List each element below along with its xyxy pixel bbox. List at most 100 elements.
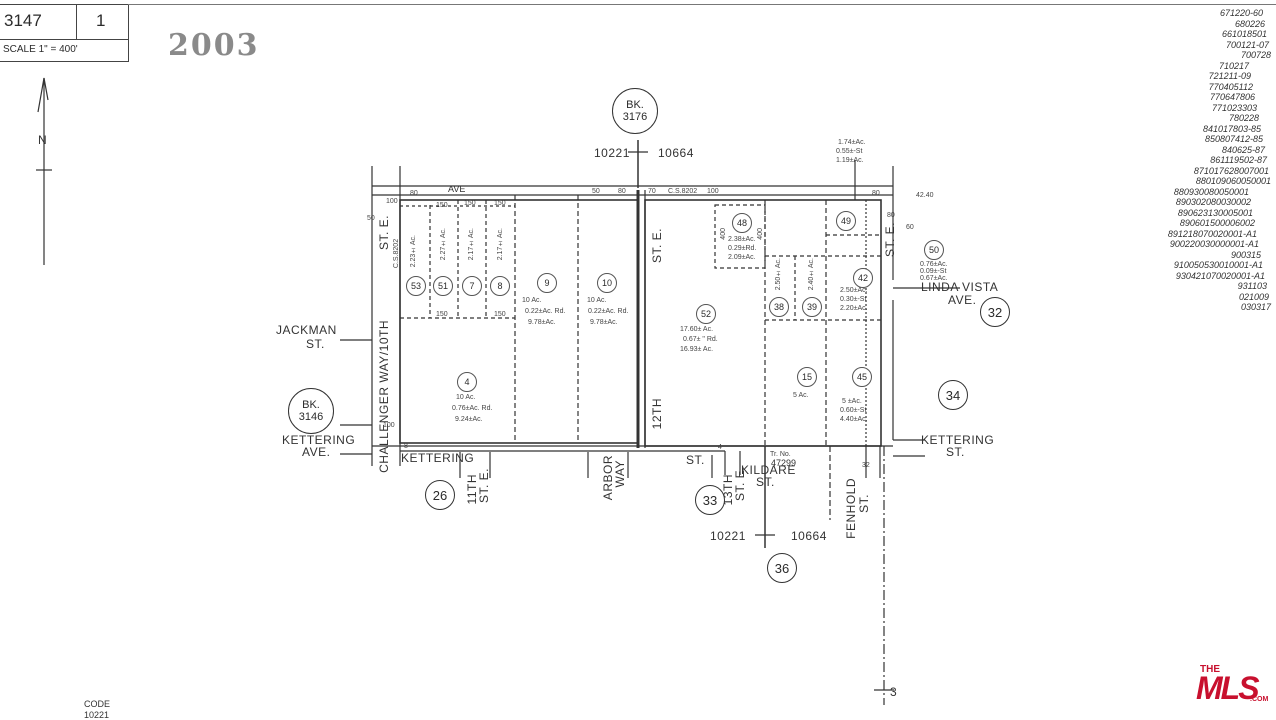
cs-left-label: C.S.8202 [393, 238, 401, 269]
top-note-b: 0.55±-St [836, 148, 863, 155]
book-ref-north[interactable]: BK. 3176 [612, 88, 658, 134]
book-ref-west-num: 3146 [298, 411, 324, 423]
parcel-51[interactable]: 51 [433, 276, 453, 296]
parcel-50-rd: 0.09±-St [920, 268, 947, 275]
mls-logo-com: .COM [1250, 696, 1269, 703]
north-letter: N [38, 133, 48, 147]
parcel-4-area: 10 Ac. [456, 394, 476, 401]
docket-entry: 930421070020001-A1 [1175, 270, 1265, 281]
docket-entry: 931103 [1237, 281, 1267, 291]
parcel-49[interactable]: 49 [836, 211, 856, 231]
book-number: 3147 [4, 11, 42, 30]
docket-entry: 880109060050001 [1195, 176, 1271, 186]
dim-150c: 150 [494, 200, 506, 207]
docket-entry: 900315 [1230, 249, 1261, 260]
parcel-48-net: 2.09±Ac. [728, 254, 756, 261]
parcel-45-net: 4.40±Ac. [840, 416, 868, 423]
parcel-38[interactable]: 38 [769, 297, 789, 317]
sheet-number: 3 [890, 685, 898, 699]
docket-entry: 871017628007001 [1193, 165, 1269, 176]
docket-entry: 710217 [1218, 60, 1249, 71]
st-e-west-label: ST. E. [377, 215, 391, 251]
cs-right-label: C.S.8202 [668, 188, 698, 195]
code-top-right: 10664 [658, 146, 694, 160]
parcel-10-area: 10 Ac. [587, 297, 607, 304]
parcel-15[interactable]: 15 [797, 367, 817, 387]
parcel-38-area: 2.50± Ac. [775, 258, 782, 291]
docket-entry: 021009 [1238, 291, 1269, 302]
st-e-east-label: ST. E. [883, 222, 897, 258]
mls-logo: THE MLS .COM [1196, 664, 1270, 706]
parcel-9-rd: 0.22±Ac. Rd. [525, 308, 566, 315]
page-ref-26[interactable]: 26 [425, 480, 455, 510]
dim-400a: 400 [720, 228, 727, 240]
parcel-52-rd: 0.67± " Rd. [683, 336, 718, 343]
dim-70: 70 [648, 188, 656, 195]
parcel-50-net: 0.67±Ac. [920, 275, 948, 282]
parcel-8[interactable]: 8 [490, 276, 510, 296]
parcel-48-rd: 0.29±Rd. [728, 245, 757, 252]
docket-entry: 840625-87 [1221, 144, 1265, 155]
eleventh2-label: ST. E. [477, 468, 491, 504]
parcel-10[interactable]: 10 [597, 273, 617, 293]
docket-entry: 880930080050001 [1173, 186, 1249, 197]
book-ref-west[interactable]: BK. 3146 [288, 388, 334, 434]
parcel-45[interactable]: 45 [852, 367, 872, 387]
dim-100b: 100 [386, 198, 398, 205]
book-ref-west-bk: BK. [302, 399, 320, 411]
parcel-48[interactable]: 48 [732, 213, 752, 233]
docket-entry: 900220030000001-A1 [1169, 239, 1259, 249]
arbor2-label: WAY [613, 460, 627, 488]
kettering-ave2-label: AVE. [302, 445, 331, 459]
linda-vista2-label: AVE. [948, 293, 977, 307]
parcel-7-area: 2.17± Ac. [468, 228, 475, 261]
docket-entry: 770405112 [1208, 81, 1253, 92]
tract-label: Tr. No. [770, 451, 791, 458]
kildare2-label: ST. [756, 475, 775, 489]
parcel-50[interactable]: 50 [924, 240, 944, 260]
docket-entry: 661018501 [1221, 29, 1267, 39]
parcel-10-net: 9.78±Ac. [590, 319, 618, 326]
scale-label: SCALE 1" = 400' [3, 44, 78, 55]
docket-entry: 841017803-85 [1202, 123, 1261, 134]
jackman-label: JACKMAN [276, 323, 337, 337]
page-ref-33[interactable]: 33 [695, 485, 725, 515]
parcel-39[interactable]: 39 [802, 297, 822, 317]
page-number: 1 [96, 11, 106, 30]
twelfth-label: 12TH [650, 398, 664, 430]
parcel-50-area: 0.76±Ac. [920, 261, 948, 268]
linda-vista-label: LINDA VISTA [921, 280, 999, 294]
parcel-42[interactable]: 42 [853, 268, 873, 288]
dim-80c: 80 [887, 212, 895, 219]
parcel-53[interactable]: 53 [406, 276, 426, 296]
docket-entry: 721211-09 [1208, 71, 1251, 81]
docket-entry: 890302080030002 [1175, 197, 1251, 207]
parcel-42-rd: 0.30±-St [840, 296, 867, 303]
page-ref-34[interactable]: 34 [938, 380, 968, 410]
dim-100a: 100 [707, 188, 719, 195]
parcel-45-area: 5 ±Ac. [842, 398, 862, 405]
parcel-4[interactable]: 4 [457, 372, 477, 392]
dim-32: 32 [862, 462, 870, 469]
parcel-9[interactable]: 9 [537, 273, 557, 293]
kettering-st2-label: ST. [946, 445, 965, 459]
footer-code-value: 10221 [84, 710, 110, 720]
top-note-a: 1.74±Ac. [838, 139, 866, 146]
docket-entry: 890601500006002 [1179, 218, 1255, 228]
docket-entry: 771023303 [1211, 102, 1257, 113]
kettering-bottom-label: KETTERING [401, 451, 475, 465]
dim-150a: 150 [436, 202, 448, 209]
docket-entry: 700728 [1240, 50, 1271, 60]
docket-entry: 861119502-87 [1210, 155, 1267, 165]
parcel-52[interactable]: 52 [696, 304, 716, 324]
book-ref-north-bk: BK. [626, 99, 644, 111]
parcel-48-box [714, 204, 766, 269]
page-ref-32[interactable]: 32 [980, 297, 1010, 327]
parcel-7[interactable]: 7 [462, 276, 482, 296]
parcel-4-rd: 0.76±Ac. Rd. [452, 405, 493, 412]
dim-150d: 150 [436, 311, 448, 318]
dim-150b: 150 [464, 200, 476, 207]
page-ref-36[interactable]: 36 [767, 553, 797, 583]
